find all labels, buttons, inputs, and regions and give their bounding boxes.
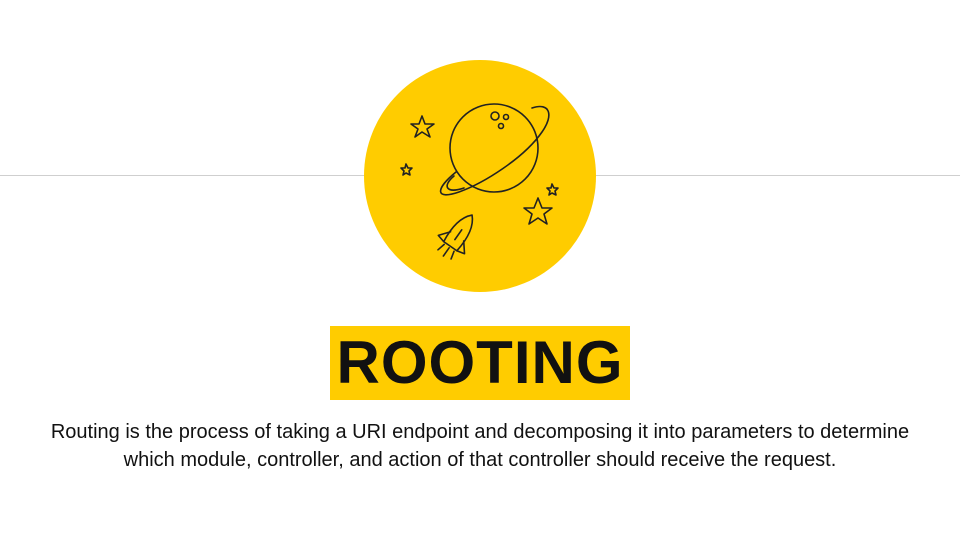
- star-icon: [410, 115, 435, 138]
- star-icon: [546, 183, 559, 196]
- title-highlight: ROOTING: [330, 326, 630, 400]
- slide-body-text: Routing is the process of taking a URI e…: [50, 421, 910, 471]
- rocket-icon: [437, 214, 474, 260]
- planet-rocket-stars-icon: [400, 103, 559, 260]
- star-icon: [400, 163, 413, 176]
- planet-icon: [439, 103, 550, 196]
- illustration-circle: [364, 60, 596, 292]
- slide-title: ROOTING: [336, 329, 624, 396]
- star-icon: [523, 197, 553, 225]
